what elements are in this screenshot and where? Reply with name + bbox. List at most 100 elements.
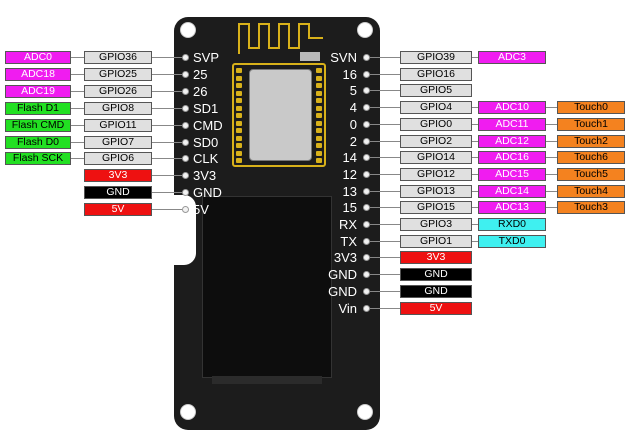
right-gpio-label: GPIO4 [400, 101, 472, 114]
connector-line [152, 142, 182, 143]
connector-line [71, 57, 84, 58]
oled-display [202, 196, 332, 378]
pad-left [236, 91, 242, 96]
connector-line [71, 142, 84, 143]
left-gpio-label: GPIO8 [84, 102, 152, 115]
connector-line [370, 57, 400, 58]
pin-hole [182, 54, 189, 61]
pin-hole [363, 271, 370, 278]
left-fn-label: ADC0 [5, 51, 71, 64]
right-gpio-label: GPIO16 [400, 68, 472, 81]
pin-hole [182, 172, 189, 179]
connector-line [71, 158, 84, 159]
right-gpio-label: 5V [400, 302, 472, 315]
connector-line [152, 108, 182, 109]
pad-left [236, 136, 242, 141]
connector-line [152, 125, 182, 126]
left-fn-label: Flash SCK [5, 152, 71, 165]
pad-right [316, 68, 322, 73]
pad-left [236, 121, 242, 126]
connector-line [472, 174, 478, 175]
connector-line [370, 90, 400, 91]
connector-line [546, 157, 557, 158]
pad-left [236, 151, 242, 156]
pin-hole [363, 254, 370, 261]
left-pin-name: 3V3 [193, 168, 217, 183]
left-fn-label: ADC19 [5, 85, 71, 98]
connector-line [370, 141, 400, 142]
connector-line [152, 209, 182, 210]
module-shield [249, 69, 312, 161]
right-fn-label: ADC15 [478, 168, 546, 181]
pad-right [316, 91, 322, 96]
connector-line [546, 107, 557, 108]
left-fn-label: Flash D0 [5, 136, 71, 149]
connector-line [370, 257, 400, 258]
right-pin-name: 12 [342, 167, 357, 182]
pin-hole [363, 221, 370, 228]
right-pin-name: RX [338, 217, 357, 232]
left-gpio-label: GPIO11 [84, 119, 152, 132]
right-pin-name: 15 [342, 200, 357, 215]
connector-line [71, 74, 84, 75]
right-gpio-label: GND [400, 268, 472, 281]
left-fn-label: ADC18 [5, 68, 71, 81]
left-gpio-label: GPIO6 [84, 152, 152, 165]
connector-line [370, 191, 400, 192]
connector-line [370, 124, 400, 125]
left-gpio-label: GPIO25 [84, 68, 152, 81]
left-pin-name: CLK [193, 151, 219, 166]
connector-line [472, 224, 478, 225]
left-gpio-label: 3V3 [84, 169, 152, 182]
pad-right [316, 128, 322, 133]
connector-line [370, 241, 400, 242]
pin-hole [182, 88, 189, 95]
right-pin-name: 0 [349, 117, 357, 132]
pad-left [236, 128, 242, 133]
pad-left [236, 83, 242, 88]
right-gpio-label: GPIO2 [400, 135, 472, 148]
connector-line [370, 174, 400, 175]
pin-hole [363, 54, 370, 61]
right-touch-label: Touch1 [557, 118, 625, 131]
pad-right [316, 76, 322, 81]
pad-right [316, 136, 322, 141]
pin-hole [182, 206, 189, 213]
mounting-hole-top-right [357, 22, 373, 38]
esp32-module [232, 63, 326, 167]
right-gpio-label: GPIO15 [400, 201, 472, 214]
right-pin-name: GND [328, 267, 357, 282]
connector-line [152, 158, 182, 159]
pin-hole [363, 121, 370, 128]
connector-line [152, 175, 182, 176]
right-touch-label: Touch3 [557, 201, 625, 214]
left-pin-name: CMD [193, 118, 223, 133]
right-touch-label: Touch4 [557, 185, 625, 198]
pad-right [316, 113, 322, 118]
pad-right [316, 158, 322, 163]
right-gpio-label: GPIO12 [400, 168, 472, 181]
connector-line [370, 157, 400, 158]
pin-hole [363, 87, 370, 94]
pin-hole [363, 288, 370, 295]
right-fn-label: RXD0 [478, 218, 546, 231]
right-fn-label: ADC3 [478, 51, 546, 64]
pin-hole [363, 104, 370, 111]
right-pin-name: 2 [349, 134, 357, 149]
pad-right [316, 151, 322, 156]
connector-line [472, 141, 478, 142]
pad-right [316, 106, 322, 111]
right-gpio-label: GPIO3 [400, 218, 472, 231]
right-gpio-label: GPIO14 [400, 151, 472, 164]
pin-hole [182, 155, 189, 162]
connector-line [472, 191, 478, 192]
connector-line [370, 224, 400, 225]
right-pin-name: TX [340, 234, 357, 249]
pin-hole [363, 188, 370, 195]
pad-left [236, 68, 242, 73]
connector-line [472, 57, 478, 58]
right-pin-name: 14 [342, 150, 357, 165]
mounting-hole-bottom-right [357, 404, 373, 420]
connector-line [152, 91, 182, 92]
